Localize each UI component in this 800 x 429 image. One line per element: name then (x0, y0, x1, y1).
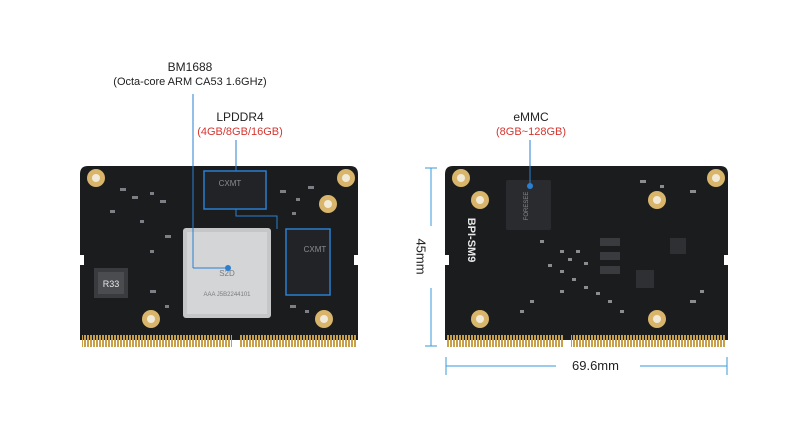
soc-callout-subtitle: (Octa-core ARM CA53 1.6GHz) (113, 76, 267, 88)
mounting-hole (315, 310, 333, 328)
soc-callout-title: BM1688 (167, 60, 213, 74)
dimension-width (445, 357, 728, 375)
mounting-hole (319, 195, 337, 213)
mounting-hole (648, 191, 666, 209)
ram-chip-bottom: CXMT (285, 228, 331, 296)
mounting-hole (471, 191, 489, 209)
mounting-hole (452, 169, 470, 187)
board-back: FORESEE BPI-SM9 (441, 166, 732, 347)
emmc-callout-subtitle: (8GB~128GB) (495, 126, 567, 138)
mounting-hole (87, 169, 105, 187)
dimension-height (425, 167, 437, 347)
soc-code: AAA J5B2244101 (203, 292, 251, 298)
board-front: S2D AAA J5B2244101 CXMT CXMT R33 (76, 166, 362, 347)
height-dimension-label: 45mm (413, 238, 429, 275)
emmc-brand: FORESEE (524, 192, 530, 221)
leader-lines (192, 94, 533, 271)
mounting-hole (648, 310, 666, 328)
soc-marking: S2D (219, 269, 235, 278)
inductor: R33 (94, 268, 128, 298)
width-dimension-label: 69.6mm (572, 358, 619, 373)
mounting-hole (337, 169, 355, 187)
board-brand-text: BPI-SM9 (465, 218, 477, 263)
ram-callout-title: LPDDR4 (216, 110, 264, 124)
emmc-callout-title: eMMC (513, 110, 549, 124)
mounting-hole (142, 310, 160, 328)
soc-chip: S2D AAA J5B2244101 (183, 228, 271, 318)
emmc-chip: FORESEE (506, 180, 551, 230)
ram-brand: CXMT (219, 179, 242, 188)
ram-callout-subtitle: (4GB/8GB/16GB) (197, 126, 283, 138)
ram-chip-top: CXMT (203, 170, 267, 210)
ram-brand-2: CXMT (304, 245, 327, 254)
mounting-hole (707, 169, 725, 187)
inductor-marking: R33 (103, 279, 120, 289)
mounting-hole (471, 310, 489, 328)
